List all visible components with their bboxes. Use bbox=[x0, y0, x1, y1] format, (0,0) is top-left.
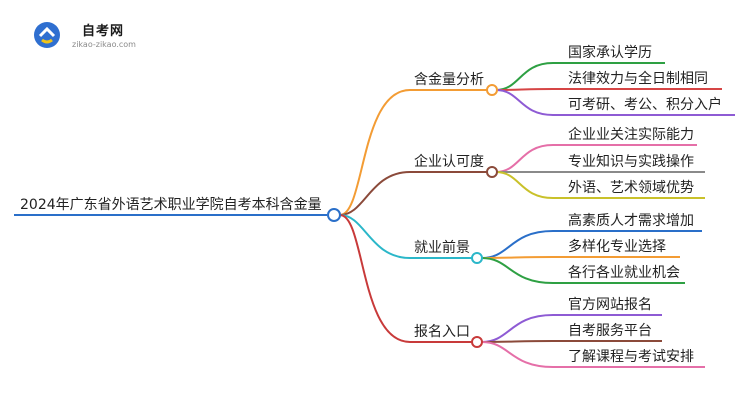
connector-b4-c1 bbox=[481, 314, 554, 343]
connector-root-branch-2 bbox=[339, 171, 411, 216]
connector-root-branch-1 bbox=[339, 89, 411, 216]
logo-name: 自考网 bbox=[82, 24, 125, 39]
leaf-b3-c1[interactable]: 高素质人才需求增加 bbox=[568, 213, 694, 229]
connector-b1-c3 bbox=[495, 89, 554, 116]
leaf-b2-c2[interactable]: 专业知识与实践操作 bbox=[568, 154, 694, 170]
leaf-b2-c1[interactable]: 企业业关注实际能力 bbox=[568, 127, 694, 143]
branch-2-node[interactable] bbox=[486, 166, 498, 178]
connector-b4-c3 bbox=[481, 341, 554, 368]
site-logo[interactable]: 自考网 zikao-zikao.com bbox=[32, 18, 142, 54]
connector-b3-c1 bbox=[481, 230, 554, 259]
root-node[interactable] bbox=[327, 208, 341, 222]
leaf-b1-c1[interactable]: 国家承认学历 bbox=[568, 45, 652, 61]
branch-1-label[interactable]: 含金量分析 bbox=[414, 72, 484, 88]
leaf-b1-c2[interactable]: 法律效力与全日制相同 bbox=[568, 71, 708, 87]
connector-b2-c3 bbox=[495, 171, 554, 199]
connector-b4-c2 bbox=[481, 340, 554, 343]
connector-b1-c1 bbox=[495, 62, 554, 91]
leaf-b1-c3[interactable]: 可考研、考公、积分入户 bbox=[568, 97, 722, 113]
connector-b3-c3 bbox=[481, 257, 554, 284]
leaf-b4-c1[interactable]: 官方网站报名 bbox=[568, 297, 652, 313]
connector-b2-c1 bbox=[495, 144, 554, 173]
leaf-b4-c3[interactable]: 了解课程与考试安排 bbox=[568, 349, 694, 365]
leaf-b2-c3[interactable]: 外语、艺术领域优势 bbox=[568, 180, 694, 196]
leaf-b3-c3[interactable]: 各行各业就业机会 bbox=[568, 265, 680, 281]
branch-2-label[interactable]: 企业认可度 bbox=[414, 154, 484, 170]
branch-3-label[interactable]: 就业前景 bbox=[414, 240, 470, 256]
root-topic[interactable]: 2024年广东省外语艺术职业学院自考本科含金量 bbox=[20, 197, 322, 213]
connector-root-branch-4 bbox=[339, 214, 411, 343]
branch-1-node[interactable] bbox=[486, 84, 498, 96]
branch-4-label[interactable]: 报名入口 bbox=[414, 324, 470, 340]
leaf-b3-c2[interactable]: 多样化专业选择 bbox=[568, 239, 666, 255]
logo-mark-icon bbox=[34, 22, 60, 48]
connector-b3-c2 bbox=[481, 256, 554, 259]
branch-3-node[interactable] bbox=[471, 252, 483, 264]
connector-b1-c2 bbox=[495, 88, 554, 91]
logo-domain: zikao-zikao.com bbox=[72, 40, 136, 49]
branch-4-node[interactable] bbox=[471, 336, 483, 348]
connector-root-branch-3 bbox=[339, 214, 411, 259]
leaf-b4-c2[interactable]: 自考服务平台 bbox=[568, 323, 652, 339]
